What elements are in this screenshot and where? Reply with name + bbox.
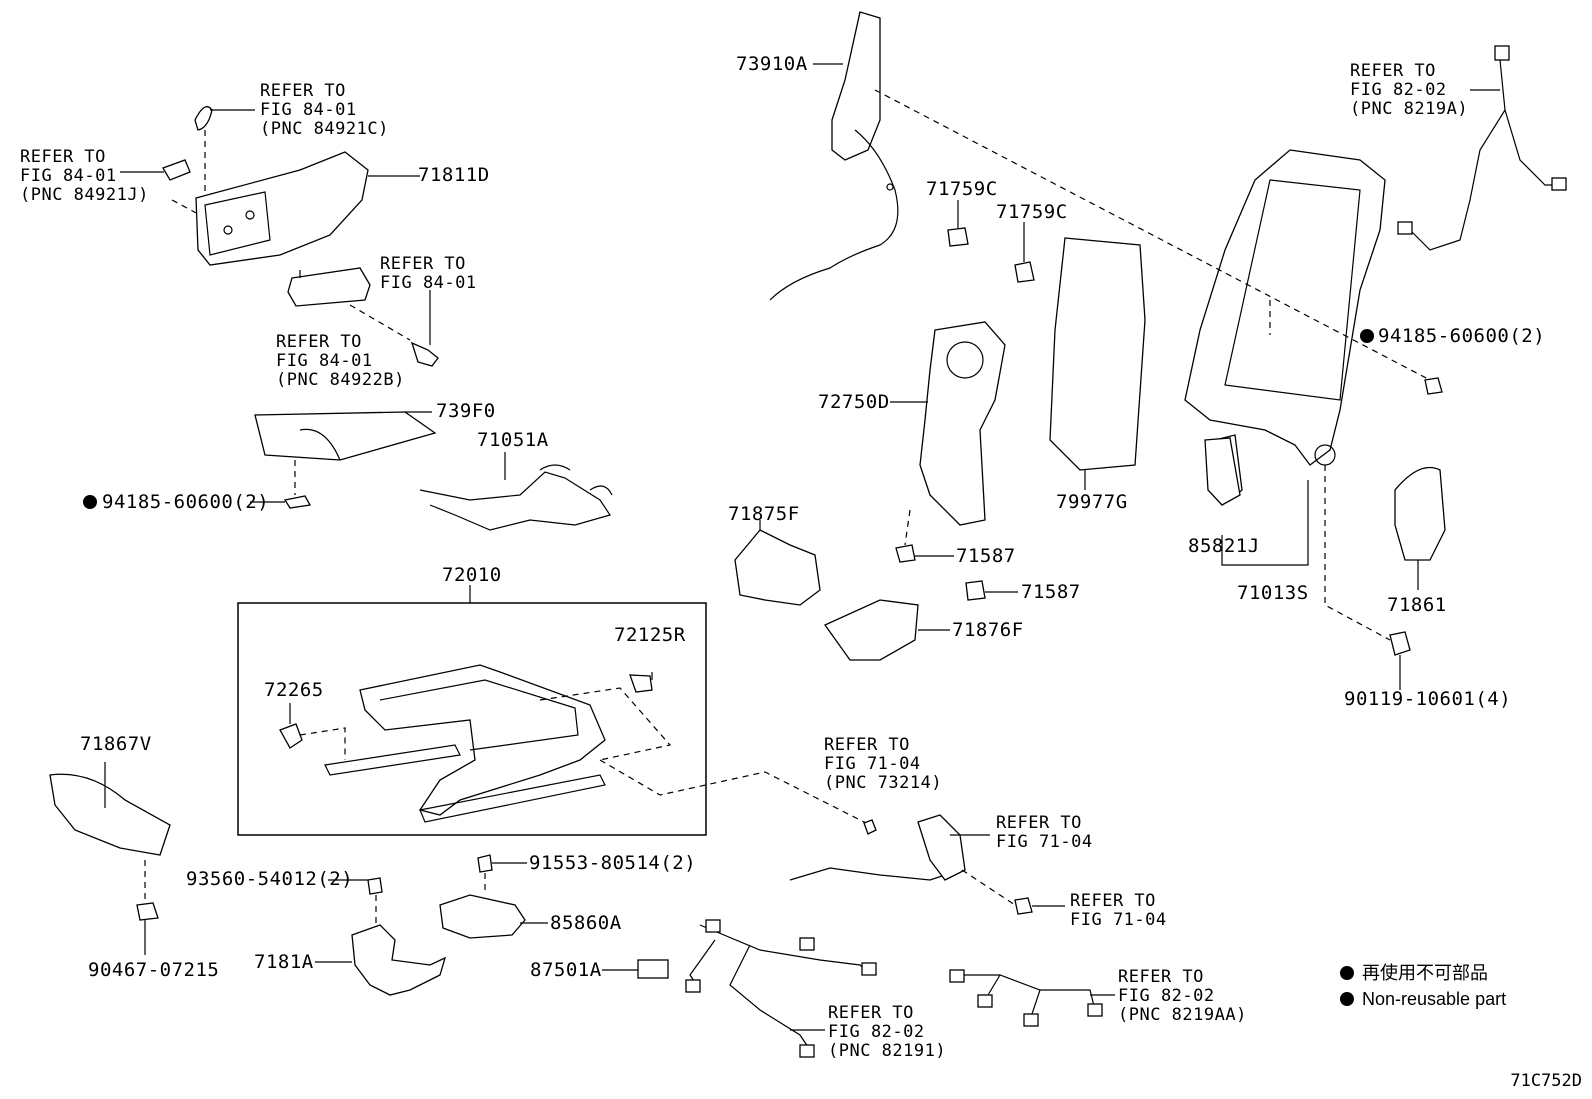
seatback-frame-part bbox=[1184, 149, 1411, 690]
recliner-motor-part bbox=[1204, 437, 1241, 506]
part-label-79977G: 79977G bbox=[1056, 491, 1128, 513]
part-label-71587: 71587 bbox=[956, 545, 1016, 567]
part-label-72265: 72265 bbox=[264, 679, 324, 701]
cushion-frame-wire-part bbox=[419, 452, 613, 531]
airbag-dash bbox=[874, 89, 1431, 381]
bottom-harness-part bbox=[685, 919, 877, 1058]
part-label-71811D: 71811D bbox=[418, 164, 490, 186]
part-label-71861: 71861 bbox=[1387, 594, 1447, 616]
refer-note: REFER TO FIG 71-04 bbox=[996, 813, 1093, 852]
part-label-72125R: 72125R bbox=[614, 624, 686, 646]
recliner-cover-part bbox=[734, 520, 950, 661]
bullet-icon bbox=[1340, 992, 1354, 1006]
side-cover-part bbox=[49, 762, 171, 955]
recliner-part bbox=[890, 321, 1018, 601]
part-label-87501A: 87501A bbox=[530, 959, 602, 981]
lower-harness-part bbox=[949, 969, 1115, 1027]
legend-text-en: Non-reusable part bbox=[1362, 989, 1507, 1009]
part-label-71867V: 71867V bbox=[80, 733, 152, 755]
legend-text-jp: 再使用不可部品 bbox=[1362, 963, 1488, 983]
back-pad-part bbox=[1049, 237, 1146, 490]
refer-note: REFER TO FIG 84-01 bbox=[380, 254, 477, 293]
part-label-71013S: 71013S bbox=[1237, 582, 1309, 604]
part-label-85821J: 85821J bbox=[1188, 535, 1260, 557]
part-label-71875F: 71875F bbox=[728, 503, 800, 525]
seat-frame-part bbox=[279, 664, 672, 823]
non-reusable-dot bbox=[83, 495, 97, 509]
legend-row-jp: 再使用不可部品 bbox=[1340, 960, 1506, 986]
refer-note: REFER TO FIG 71-04 (PNC 73214) bbox=[824, 735, 943, 793]
part-label-71759C: 71759C bbox=[996, 201, 1068, 223]
legend-row-en: Non-reusable part bbox=[1340, 986, 1506, 1012]
part-label-94185-60600: 94185-60600(2) bbox=[1378, 325, 1546, 347]
top-harness-part bbox=[1397, 45, 1567, 251]
part-label-72010: 72010 bbox=[442, 564, 502, 586]
legend: 再使用不可部品 Non-reusable part bbox=[1340, 960, 1506, 1012]
refer-note: REFER TO FIG 84-01 (PNC 84921J) bbox=[20, 147, 149, 205]
connector-part bbox=[602, 959, 669, 979]
clip-part bbox=[947, 200, 1035, 283]
non-reusable-dot bbox=[1360, 329, 1374, 343]
refer-note: REFER TO FIG 84-01 (PNC 84922B) bbox=[276, 332, 405, 390]
part-label-71051A: 71051A bbox=[477, 429, 549, 451]
part-label-91553-80514: 91553-80514(2) bbox=[529, 852, 697, 874]
refer-note: REFER TO FIG 82-02 (PNC 8219A) bbox=[1350, 61, 1469, 119]
refer-note: REFER TO FIG 82-02 (PNC 82191) bbox=[828, 1003, 947, 1061]
buckle-harness-part bbox=[789, 814, 1065, 915]
figure-code: 71C752D bbox=[1510, 1071, 1582, 1091]
bracket-part bbox=[315, 877, 447, 996]
cushion-pad-part bbox=[250, 411, 437, 509]
part-label-71876F: 71876F bbox=[952, 619, 1024, 641]
seat-frame-box bbox=[237, 602, 707, 836]
part-label-7181A: 7181A bbox=[254, 951, 314, 973]
slide-motor-part bbox=[439, 854, 548, 939]
part-label-73910A: 73910A bbox=[736, 53, 808, 75]
part-label-739F0: 739F0 bbox=[436, 400, 496, 422]
part-label-90467-07215: 90467-07215 bbox=[88, 959, 220, 981]
seat-shield-part bbox=[120, 106, 420, 266]
part-label-93560-54012: 93560-54012(2) bbox=[186, 868, 354, 890]
part-label-94185-60600: 94185-60600(2) bbox=[102, 491, 270, 513]
part-label-72750D: 72750D bbox=[818, 391, 890, 413]
part-label-71759C: 71759C bbox=[926, 178, 998, 200]
refer-note: REFER TO FIG 84-01 (PNC 84921C) bbox=[260, 81, 389, 139]
refer-note: REFER TO FIG 82-02 (PNC 8219AA) bbox=[1118, 967, 1247, 1025]
side-airbag-part bbox=[769, 11, 899, 301]
bullet-icon bbox=[1340, 966, 1354, 980]
part-label-90119-10601: 90119-10601(4) bbox=[1344, 688, 1512, 710]
part-label-85860A: 85860A bbox=[550, 912, 622, 934]
seat-switch-part bbox=[287, 267, 439, 367]
harness-dash bbox=[599, 759, 871, 826]
part-label-71587: 71587 bbox=[1021, 581, 1081, 603]
back-side-cover-part bbox=[1394, 466, 1446, 590]
nut-part bbox=[1424, 377, 1443, 395]
refer-note: REFER TO FIG 71-04 bbox=[1070, 891, 1167, 930]
